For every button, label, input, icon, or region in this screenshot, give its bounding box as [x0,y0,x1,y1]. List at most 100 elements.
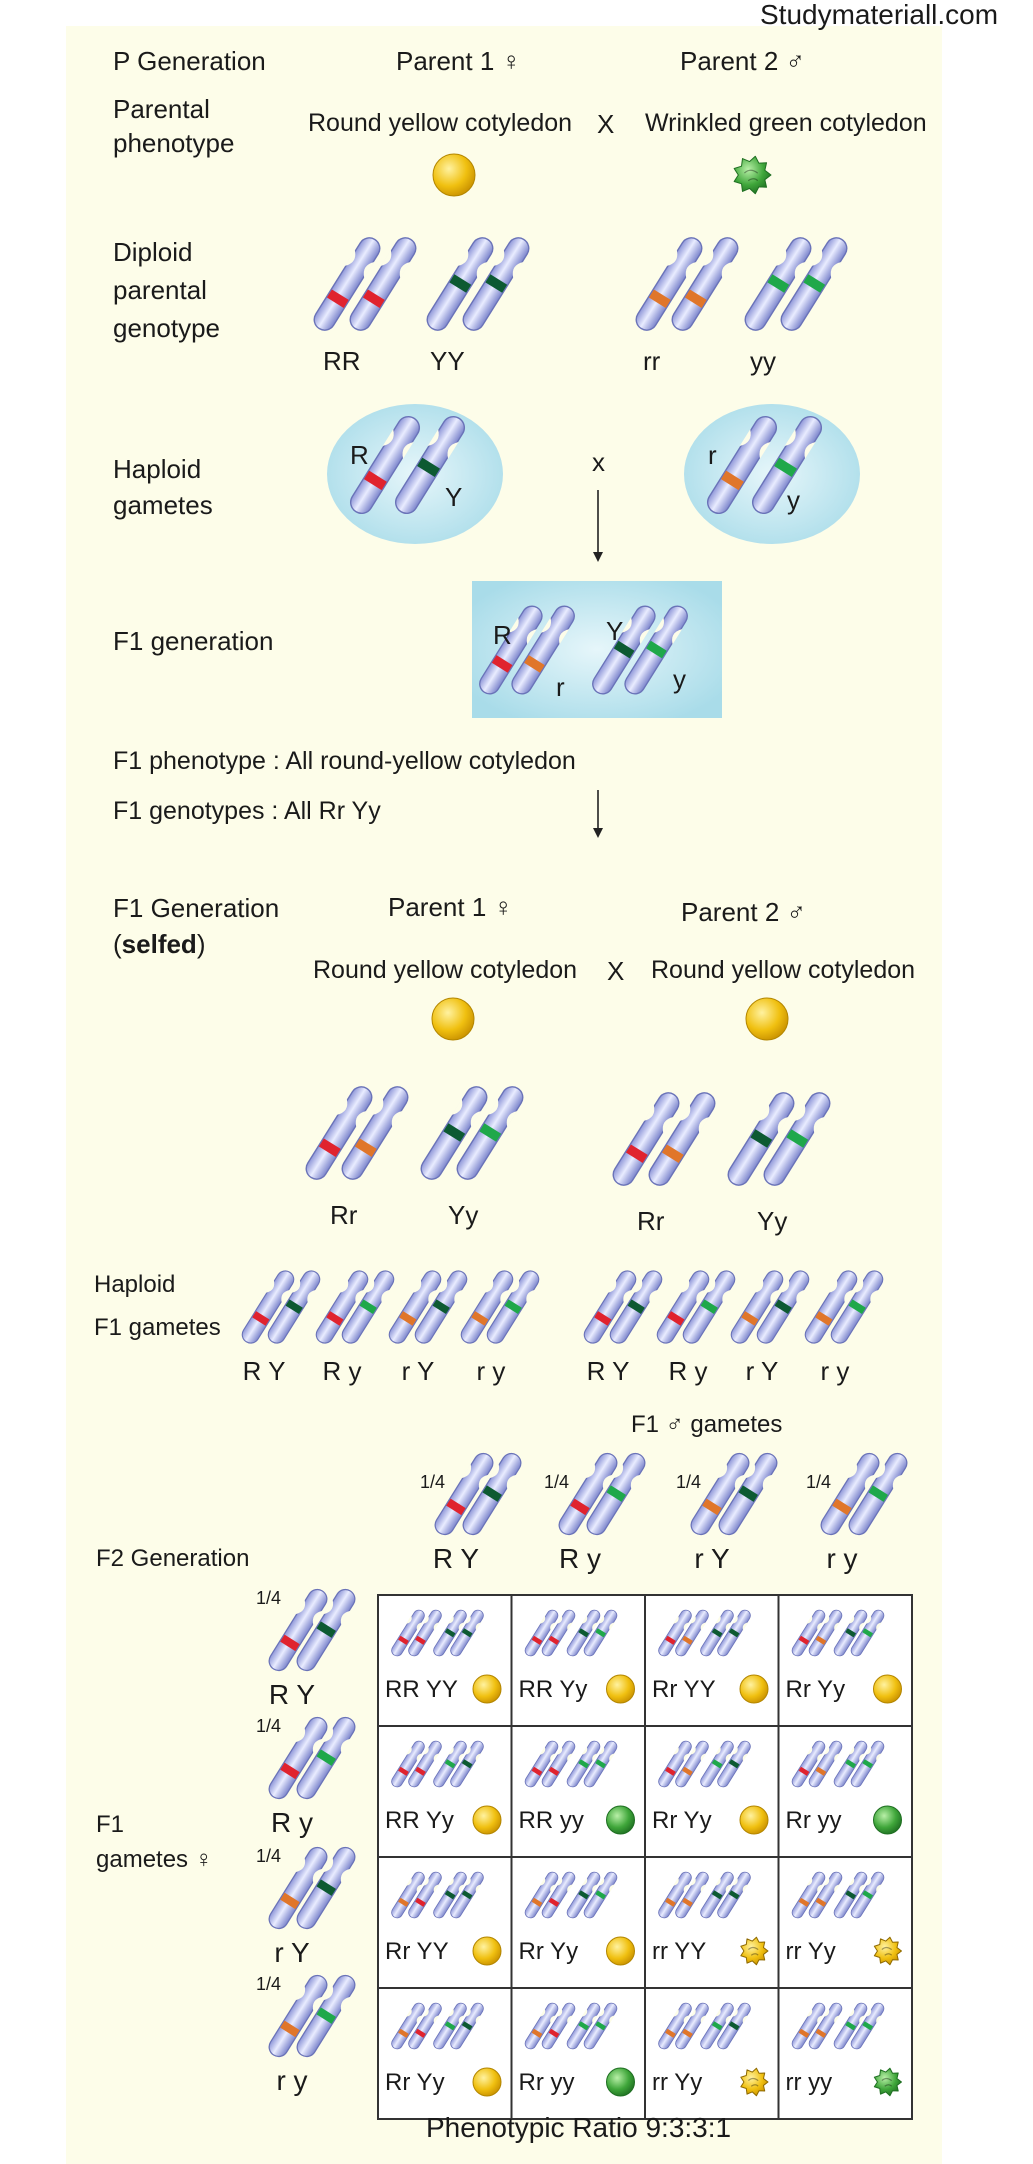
centromere-right [526,629,537,645]
allele-band [316,1621,336,1638]
centromere-left [690,2008,696,2017]
chromatid-body [675,1609,709,1657]
col-gamete-4: r y [826,1543,858,1574]
centromere-right [762,1474,773,1490]
centromere-right [759,441,771,459]
allele-band [449,274,472,293]
allele-band [665,1635,676,1645]
f2-female-label-line2: gametes ♀ [96,1846,213,1873]
centromere-left [406,1615,412,1624]
centromere-right [512,262,524,279]
centromere-left [732,1877,738,1886]
centromere-left [556,1746,563,1755]
centromere-right [312,1738,323,1754]
centromere-left [448,1877,454,1886]
allele-band [570,1498,590,1516]
allele-band [548,2028,560,2038]
centromere-right [416,1884,423,1893]
f1-parent1-label: Parent 1 ♀ [388,892,514,922]
centromere-right [567,1753,573,1762]
centromere-right [340,1996,351,2012]
centromere-left [423,2008,429,2017]
seed-wrinkle [743,169,759,182]
f1-genotype-Yy-2: Yy [757,1206,788,1236]
row-fraction-4: 1/4 [256,1974,282,1994]
p-generation-label: P Generation [113,46,266,76]
col-fraction-4: 1/4 [806,1472,832,1492]
chromatid [850,1740,885,1788]
centromere-right [506,1111,518,1128]
centromere-right [770,1289,779,1303]
allele-band [767,274,790,293]
centromere-left [539,1615,546,1624]
f2-male-gametes-label: F1 ♂ gametes [631,1411,783,1438]
chromatid [558,1452,618,1536]
chromatid [268,1716,328,1800]
f1-gametes-label-line2: F1 gametes [94,1314,221,1341]
chromatid [763,1092,831,1186]
centromere-right [813,1117,825,1134]
allele-band [316,2007,336,2024]
centromere-left [794,1104,806,1121]
f1-genotype-Yy-1: Yy [448,1200,479,1230]
centromere-left [848,2008,855,2017]
centromere-right [475,1622,482,1631]
chromatid [756,1270,810,1344]
allele-band [318,1138,341,1157]
chromatid [717,1740,751,1788]
centromere-right [428,1289,437,1303]
centromere-left [875,1463,886,1479]
chromatid [658,2002,692,2050]
chromatid-body [706,415,778,515]
chromatid [524,1871,559,1919]
centromere-right [550,2015,556,2024]
allele-band [774,1299,792,1314]
centromere-left [621,617,632,633]
chromatid-body [675,2002,709,2050]
centromere-left [451,1098,463,1115]
centromere-right [662,1117,674,1134]
parental-phenotype-label: Parental phenotype [113,94,235,158]
chromatid [717,1609,751,1657]
allele-band [845,1890,857,1900]
allele-band [684,289,707,308]
centromere-right [834,1622,840,1631]
centromere-right [725,1753,732,1762]
chromatid [450,1740,484,1788]
centromere-right [844,1289,853,1303]
row-gamete-3: r Y [274,1937,310,1968]
centromere-left [865,2008,872,2017]
wrinkled-yellow-seed-icon [873,1936,902,1966]
centromere-right [859,1884,865,1893]
chromatid-body [675,1740,709,1788]
centromere-left [323,1727,334,1743]
f1-parent2-label: Parent 2 ♂ [681,897,807,927]
genotype-yy: yy [750,346,776,376]
allele-band [363,470,387,491]
chromatid-body [524,1871,559,1919]
chromatid [296,1588,356,1672]
centromere-left [295,1985,306,2001]
chromatid [791,1609,826,1657]
centromere-right [592,1884,598,1893]
allele-band [606,1485,626,1502]
round-green-seed-icon [606,1805,635,1835]
allele-band [728,1759,740,1769]
chromatid-body [268,1974,328,2058]
chromatid [456,1086,524,1180]
centromere-left [673,2008,679,2017]
allele-band [443,1123,466,1142]
f1-gametes-label-line1: Haploid [94,1271,176,1298]
chromatid [268,1588,328,1672]
f2-female-label-line1: F1 [96,1811,125,1838]
centromere-left [732,1746,738,1755]
round-yellow-seed-icon [606,1674,635,1704]
f1-gamete-left-1: R Y [242,1356,286,1386]
allele-band [728,2021,740,2031]
chromatid [675,1871,709,1919]
f1-gamete-left-2: R y [322,1356,362,1386]
seed-wrinkle [747,1946,759,1956]
centromere-left [493,249,505,266]
row-gamete-4: r y [276,2065,308,2096]
